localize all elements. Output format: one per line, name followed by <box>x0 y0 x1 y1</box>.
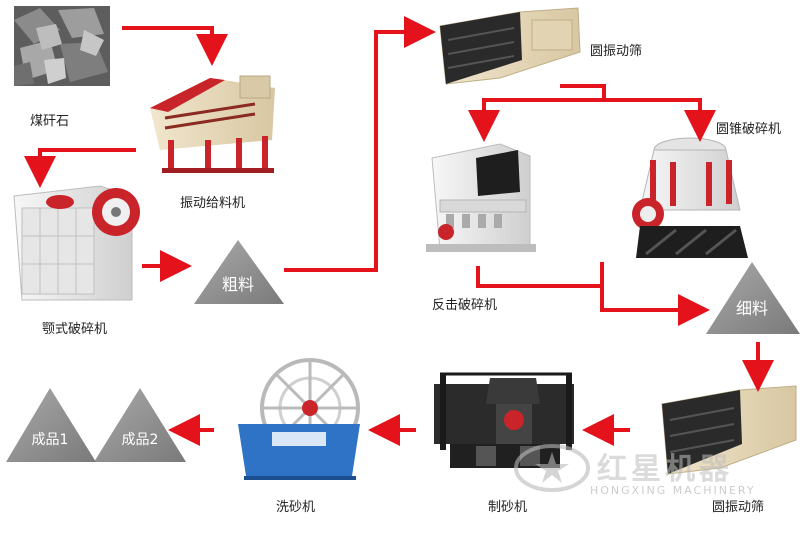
impact-crusher-label: 反击破碎机 <box>432 298 498 313</box>
arrow-to-cone <box>604 98 716 142</box>
brand-watermark: 红星机器 HONGXING MACHINERY <box>512 440 800 510</box>
jaw-crusher-image <box>13 185 140 301</box>
arrow-gangue-to-feeder <box>122 26 228 66</box>
cone-crusher-image <box>632 137 748 258</box>
arrow-cone-to-fine <box>600 262 710 326</box>
vibrating-screen-bottom-label: 圆振动筛 <box>712 500 765 515</box>
product-2-label: 成品2 <box>122 432 159 448</box>
sand-maker-label: 制砂机 <box>488 500 528 515</box>
sand-washer-image <box>238 358 360 480</box>
brand-name-cn: 红星机器 <box>597 452 733 487</box>
product-2-pile <box>94 388 186 462</box>
vibrating-feeder-label: 振动给料机 <box>180 196 246 211</box>
fine-material-pile <box>706 262 800 334</box>
coarse-material-pile <box>194 240 284 304</box>
arrow-coarse-to-screen <box>284 16 436 272</box>
arrow-feeder-to-jaw <box>24 148 136 188</box>
jaw-crusher-label: 颚式破碎机 <box>42 322 108 337</box>
brand-logo-icon <box>514 444 590 492</box>
coal-gangue-label: 煤矸石 <box>30 114 70 129</box>
vibrating-screen-bottom-image <box>661 385 797 475</box>
impact-crusher-image <box>426 143 536 252</box>
brand-name-en: HONGXING MACHINERY <box>590 484 756 497</box>
flow-arrows <box>24 16 774 446</box>
fine-material-label: 细料 <box>736 299 768 318</box>
vibrating-screen-top-image <box>439 7 581 85</box>
cone-crusher-label: 圆锥破碎机 <box>716 122 782 137</box>
sand-washer-label: 洗砂机 <box>276 500 316 515</box>
coarse-material-label: 粗料 <box>222 275 254 294</box>
product-1-label: 成品1 <box>32 432 69 448</box>
arrow-to-impact <box>468 98 604 142</box>
arrow-screen-split <box>560 84 606 100</box>
arrow-impact-to-fine <box>476 266 602 288</box>
coal-gangue-image <box>14 6 110 86</box>
vibrating-feeder-image <box>150 75 275 173</box>
product-1-pile <box>6 388 96 462</box>
vibrating-screen-top-label: 圆振动筛 <box>590 44 643 59</box>
